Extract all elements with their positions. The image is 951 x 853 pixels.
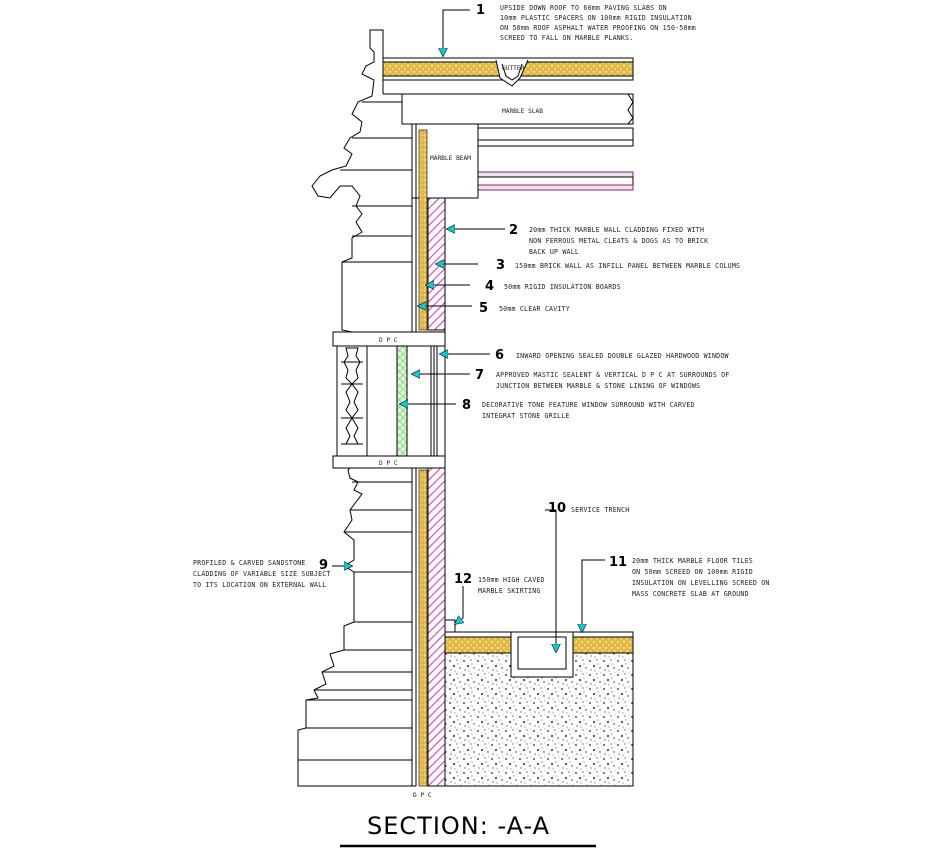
callout-5-text: 50mm CLEAR CAVITY [499,305,570,313]
callout-8-text: DECORATIVE TONE FEATURE WINDOW SURROUND … [482,401,699,420]
callout-1-num: 1 [476,3,485,18]
callout-3-num: 3 [496,258,505,273]
dpc-label-top: D P C [379,337,398,344]
callout-12-num: 12 [454,572,472,587]
ground-floor [444,631,634,787]
callout-5-num: 5 [479,301,488,316]
marble-beam: MARBLE BEAM [411,123,634,199]
callout-9-text: PROFILED & CARVED SANDSTONE CLADDING OF … [193,559,335,589]
callout-7-text: APPROVED MASTIC SEALENT & VERTICAL D P C… [496,371,734,390]
callout-2-num: 2 [509,223,518,238]
callout-3-text: 150mm BRICK WALL AS INFILL PANEL BETWEEN… [515,262,740,270]
callout-4-num: 4 [485,279,494,294]
roof-build-up: GUTTER [382,57,634,87]
callout-1-text: UPSIDE DOWN ROOF TO 60mm PAVING SLABS ON… [500,4,700,42]
callout-numbers: 1 2 3 4 5 6 7 8 9 10 11 12 [319,3,627,587]
marble-beam-label: MARBLE BEAM [430,155,471,162]
stone-baluster [336,345,368,457]
marble-slab-label: MARBLE SLAB [502,108,543,115]
callout-11-text: 20mm THICK MARBLE FLOOR TILES ON 50mm SC… [632,557,774,598]
callout-8-num: 8 [462,398,471,413]
dpc-label-bottom: D P C [413,792,432,799]
gutter-label: GUTTER [502,65,525,72]
marble-slab: MARBLE SLAB [382,80,634,125]
section-title: SECTION: -A-A [367,812,550,840]
callout-10-text: SERVICE TRENCH [571,506,629,514]
leader-lines [332,9,605,652]
callout-10-num: 10 [548,501,566,516]
sandstone-cladding-profile [297,29,416,787]
callout-4-text: 50mm RIGID INSULATION BOARDS [504,283,621,291]
callout-12-text: 150mm HIGH CAVED MARBLE SKIRTING [478,576,549,595]
callout-6-num: 6 [495,348,504,363]
callout-7-num: 7 [475,368,484,383]
gutter [495,59,529,87]
wall-upper [411,124,446,332]
dpc-label-mid: D P C [379,460,398,467]
callout-2-text: 20mm THICK MARBLE WALL CLADDING FIXED WI… [529,226,712,256]
callout-9-num: 9 [319,558,328,573]
window-zone: D P C D P C [332,331,446,469]
callout-notes: UPSIDE DOWN ROOF TO 60mm PAVING SLABS ON… [193,4,774,598]
callout-6-text: INWARD OPENING SEALED DOUBLE GLAZED HARD… [516,352,729,360]
callout-11-num: 11 [609,555,627,570]
